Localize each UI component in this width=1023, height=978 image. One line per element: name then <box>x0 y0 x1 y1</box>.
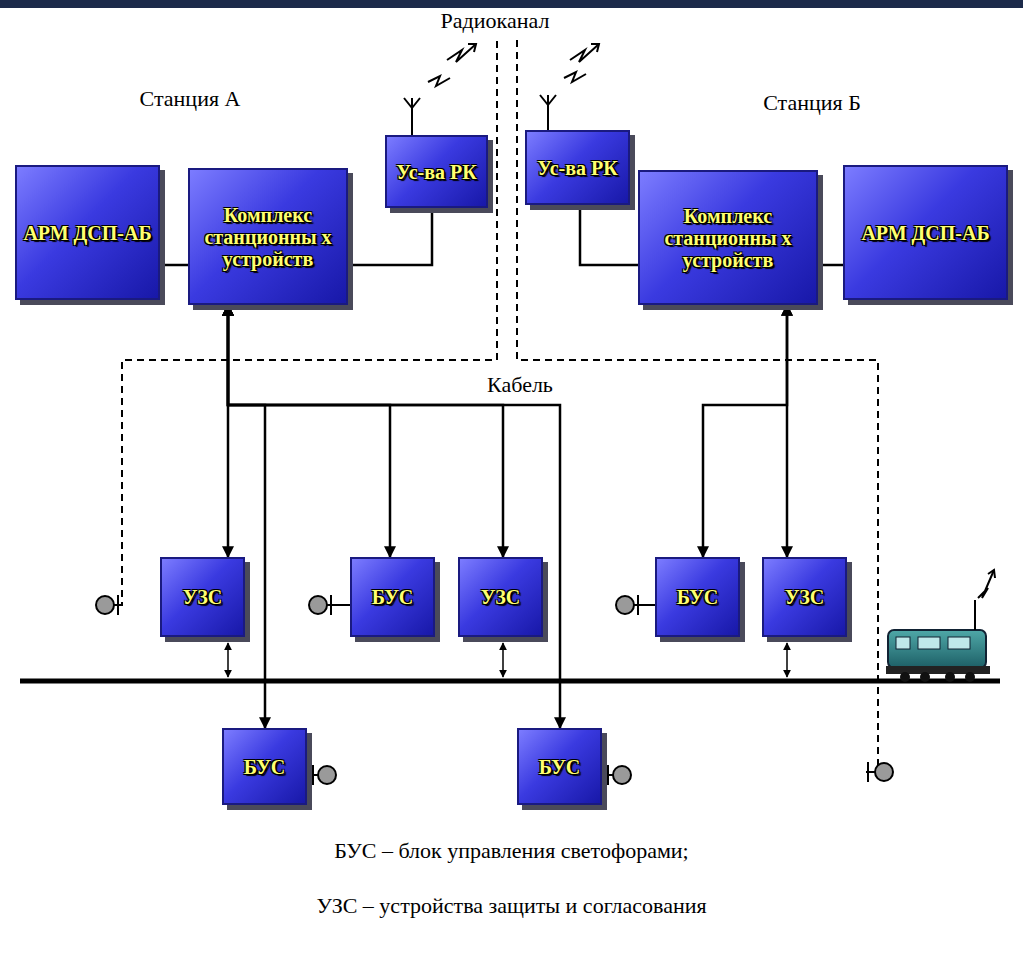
box-text: АРМ ДСП-АБ <box>861 222 989 244</box>
link-line <box>580 205 638 265</box>
radio-dashed-lines <box>118 40 878 772</box>
rail-track <box>20 679 1000 684</box>
workstation-box: АРМ ДСП-АБ <box>843 165 1008 300</box>
cable-link-arrow <box>786 305 789 557</box>
protection-unit-box: УЗС <box>458 557 543 637</box>
radio-wave-icon <box>447 44 599 62</box>
cable-link-arrow <box>228 305 265 728</box>
legend-note: БУС – блок управления светофорами; <box>0 838 1023 864</box>
box-text: БУС <box>539 756 581 778</box>
locomotive <box>886 570 995 682</box>
cable-link-arrow <box>228 305 560 728</box>
antenna <box>404 72 586 135</box>
box-text: Ус-ва РК <box>537 157 618 179</box>
rail-link-arrow <box>228 643 787 677</box>
box-text: АРМ ДСП-АБ <box>23 222 151 244</box>
station-label: Станция Б <box>722 90 902 116</box>
legend-note: УЗС – устройства защиты и согласования <box>0 893 1023 919</box>
box-text: Комплекс станционны х устройств <box>646 205 810 271</box>
link-line <box>818 264 843 267</box>
signal-control-box: БУС <box>350 557 435 637</box>
protection-unit-box: УЗС <box>160 557 245 637</box>
box-text: Комплекс станционны х устройств <box>196 204 340 270</box>
cable-link-arrow <box>703 305 787 557</box>
radio-unit-box: Ус-ва РК <box>385 135 488 208</box>
station-label: Станция А <box>100 86 280 112</box>
box-text: УЗС <box>183 586 222 608</box>
signal-control-box: БУС <box>655 557 740 637</box>
radio-unit-box: Ус-ва РК <box>525 130 630 205</box>
workstation-box: АРМ ДСП-АБ <box>15 165 160 300</box>
signal-control-box: БУС <box>517 728 602 805</box>
box-text: Ус-ва РК <box>396 161 477 183</box>
channel-label: Радиоканал <box>420 8 570 34</box>
station-label: Станция А <box>140 86 241 111</box>
channel-label: Радиоканал <box>441 8 550 33</box>
link-line <box>348 208 432 265</box>
link-line <box>160 264 188 267</box>
legend-note: БУС – блок управления светофорами; <box>334 838 688 863</box>
legend-note: УЗС – устройства защиты и согласования <box>316 893 706 918</box>
box-text: БУС <box>677 586 719 608</box>
cable-link-arrow <box>228 305 503 557</box>
cable-label: Кабель <box>483 372 557 397</box>
signal-control-box: БУС <box>222 728 307 805</box>
box-text: БУС <box>372 586 414 608</box>
cable-label: Кабель <box>455 372 585 398</box>
top-band <box>0 0 1023 8</box>
box-text: УЗС <box>481 586 520 608</box>
protection-unit-box: УЗС <box>762 557 847 637</box>
cable-link-arrow <box>228 305 390 557</box>
station-complex-box: Комплекс станционны х устройств <box>638 170 818 305</box>
station-complex-box: Комплекс станционны х устройств <box>188 168 348 305</box>
box-text: УЗС <box>785 586 824 608</box>
station-label: Станция Б <box>763 90 861 115</box>
box-text: БУС <box>244 756 286 778</box>
